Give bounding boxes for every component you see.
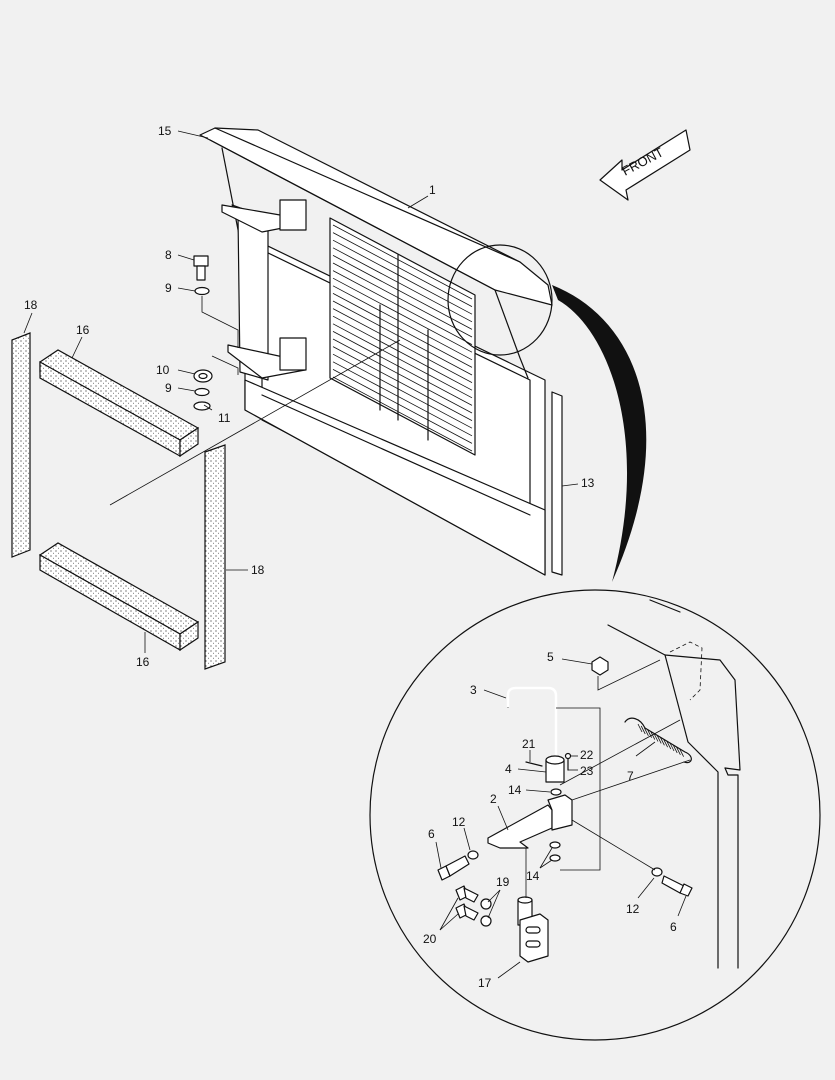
spring-7 xyxy=(624,717,692,764)
foam-block-16-top xyxy=(39,349,200,458)
front-direction-arrow: FRONT xyxy=(599,129,691,201)
callout-14-top: 14 xyxy=(508,783,522,797)
detail-connector xyxy=(552,285,647,582)
callout-23: 23 xyxy=(580,764,594,778)
pin-21 xyxy=(525,761,543,767)
callout-1: 1 xyxy=(429,183,436,197)
nut-10 xyxy=(193,369,213,383)
washer-14-low xyxy=(549,854,561,862)
foam-strip-18-right xyxy=(204,444,226,670)
hinge-pin-17 xyxy=(517,896,549,963)
hook-rod-3 xyxy=(506,686,558,761)
bushing-4 xyxy=(545,755,565,783)
callout-leaders xyxy=(23,130,687,979)
callout-5: 5 xyxy=(547,650,554,664)
callout-13: 13 xyxy=(581,476,595,490)
latch-plate-2 xyxy=(487,794,573,849)
callout-4: 4 xyxy=(505,762,512,776)
callout-22: 22 xyxy=(580,748,594,762)
callout-labels: 15 1 8 9 18 16 10 9 11 13 18 16 5 3 21 2… xyxy=(24,124,677,990)
detail-frame xyxy=(607,599,741,969)
callout-9-top: 9 xyxy=(165,281,172,295)
bolt-20-bottom xyxy=(455,903,479,921)
callout-15: 15 xyxy=(158,124,172,138)
washer-11 xyxy=(193,401,211,411)
washer-9-bottom xyxy=(194,387,210,397)
callout-9-bottom: 9 xyxy=(165,381,172,395)
callout-7: 7 xyxy=(627,769,634,783)
nut-5 xyxy=(591,656,609,676)
callout-17: 17 xyxy=(478,976,492,990)
callout-6-right: 6 xyxy=(670,920,677,934)
callout-18-left: 18 xyxy=(24,298,38,312)
callout-16-top: 16 xyxy=(76,323,90,337)
detail-callout-circle xyxy=(447,244,553,356)
bolt-6-left xyxy=(437,855,470,881)
bolt-20-top xyxy=(455,885,479,903)
screw-22 xyxy=(564,752,572,771)
callout-12-right: 12 xyxy=(626,902,640,916)
detail-view-circle xyxy=(369,589,821,1041)
washer-9-top xyxy=(194,286,210,296)
callout-14-bottom: 14 xyxy=(526,869,540,883)
callout-6-left: 6 xyxy=(428,827,435,841)
callout-2: 2 xyxy=(490,792,497,806)
bolt-6-right xyxy=(661,875,693,897)
callout-21: 21 xyxy=(522,737,536,751)
callout-20: 20 xyxy=(423,932,437,946)
washer-14-top xyxy=(550,788,562,796)
grille-louvers xyxy=(329,217,476,456)
callout-10: 10 xyxy=(156,363,170,377)
foam-block-16-bottom xyxy=(38,542,200,652)
seal-strip-13 xyxy=(551,391,563,576)
bolt-8 xyxy=(193,255,209,281)
callout-19: 19 xyxy=(496,875,510,889)
callout-8: 8 xyxy=(165,248,172,262)
foam-strip-18-left xyxy=(11,332,31,558)
callout-12-left: 12 xyxy=(452,815,466,829)
callout-18-right: 18 xyxy=(251,563,265,577)
callout-16-bottom: 16 xyxy=(136,655,150,669)
washer-19-bottom xyxy=(480,915,492,927)
callout-3: 3 xyxy=(470,683,477,697)
nut-12-left xyxy=(467,850,479,860)
callout-11: 11 xyxy=(218,411,231,425)
washer-14-mid xyxy=(549,841,561,849)
